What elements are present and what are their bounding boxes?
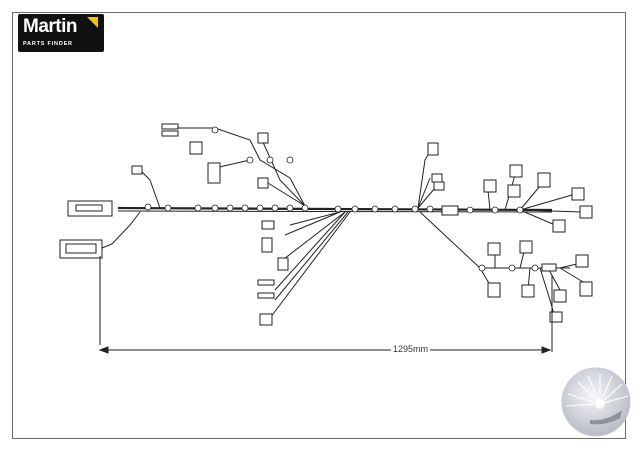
drawing-frame <box>12 12 626 439</box>
dimension-label: 1295mm <box>391 344 431 355</box>
martin-logo[interactable]: Martin PARTS FINDER <box>18 14 104 52</box>
seal-icon <box>561 367 631 437</box>
logo-brand-text: Martin <box>23 16 78 37</box>
logo-subtitle: PARTS FINDER <box>23 41 73 47</box>
logo-triangle-icon <box>87 17 98 28</box>
